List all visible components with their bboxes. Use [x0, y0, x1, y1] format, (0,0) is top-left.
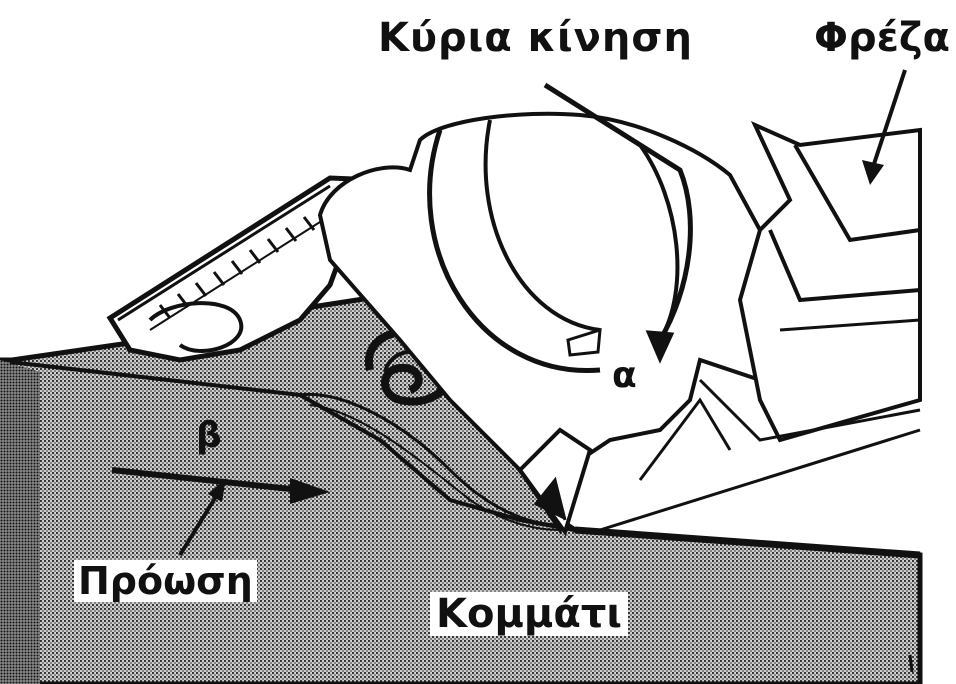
cutter-label: Φρέζα [814, 18, 950, 58]
beta-label: β [196, 418, 222, 454]
workpiece-label: Κομμάτι [430, 592, 628, 636]
feed-label: Πρόωση [74, 560, 257, 602]
main-motion-label: Κύρια κίνηση [378, 18, 693, 58]
workpiece-left-shade [0, 360, 40, 684]
alpha-label: α [612, 358, 637, 394]
edge-tick [910, 655, 912, 672]
